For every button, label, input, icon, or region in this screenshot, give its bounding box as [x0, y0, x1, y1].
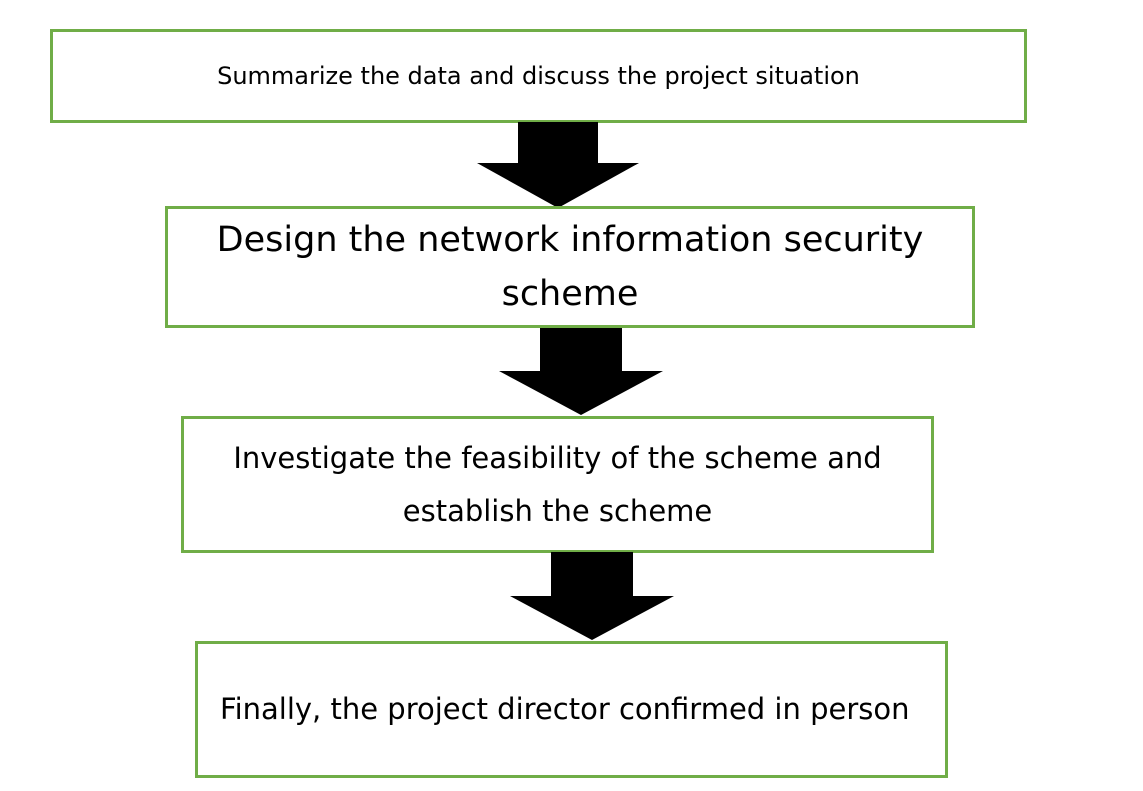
step-2-text: Design the network information security …: [216, 219, 924, 314]
step-1-text: Summarize the data and discuss the proje…: [217, 61, 860, 90]
step-box-2: Design the network information security …: [165, 206, 975, 328]
down-arrow-icon: [499, 328, 663, 415]
step-box-3: Investigate the feasibility of the schem…: [181, 416, 934, 553]
step-box-1: Summarize the data and discuss the proje…: [50, 29, 1027, 123]
step-3-text: Investigate the feasibility of the schem…: [233, 441, 882, 528]
step-4-text: Finally, the project director confirmed …: [220, 692, 910, 727]
down-arrow-icon: [510, 552, 674, 640]
down-arrow-icon: [477, 122, 639, 208]
step-box-4: Finally, the project director confirmed …: [195, 641, 948, 778]
